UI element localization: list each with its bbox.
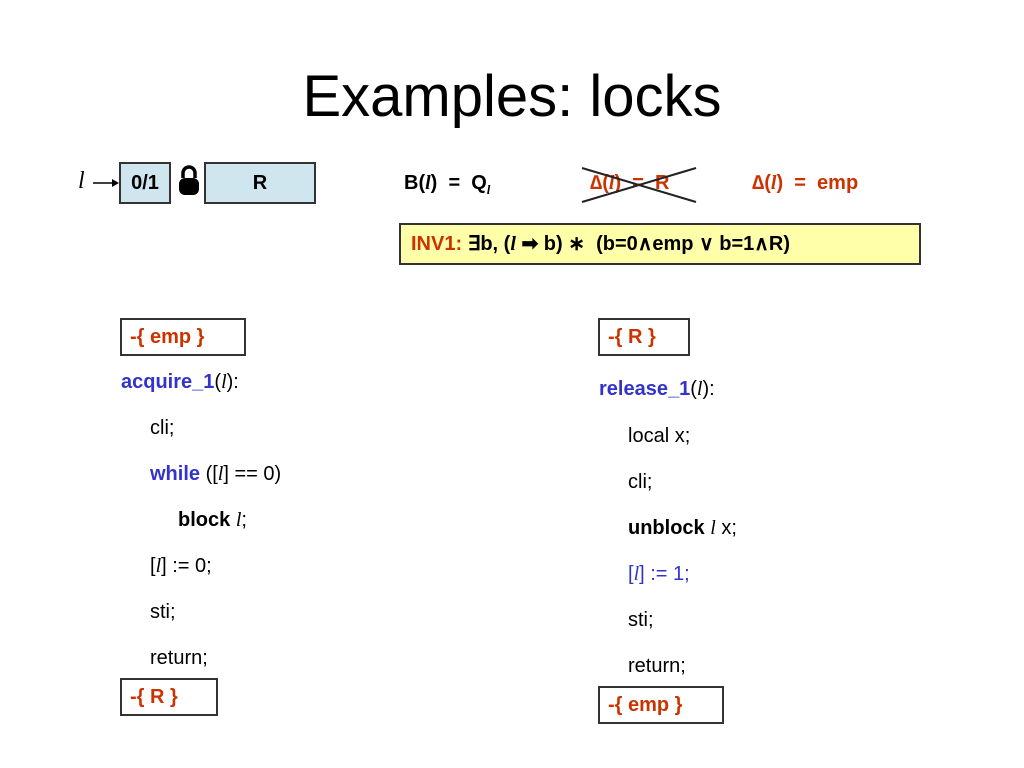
struck-delta: ∆(	[590, 172, 609, 194]
release-assign-open: [	[628, 563, 634, 585]
acquire-postcondition: -{ R }	[120, 678, 218, 716]
formula-b-var: l	[425, 172, 431, 194]
release-line-local: local x;	[628, 425, 691, 447]
lock-value-cell: 0/1	[119, 162, 171, 204]
release-line-sti: sti;	[628, 609, 654, 631]
acquire-assign-rest: ] := 0;	[161, 555, 212, 577]
acquire-line-block: block l;	[178, 508, 247, 532]
release-param: l	[696, 378, 703, 400]
acquire-precondition: -{ emp }	[120, 318, 246, 356]
acquire-param: l	[221, 371, 227, 393]
page-title: Examples: locks	[302, 64, 722, 129]
acquire-open-paren: (	[214, 371, 222, 393]
pointer-variable: l	[78, 168, 85, 194]
invariant-part1: ∃b, (	[467, 233, 511, 255]
block-end: ;	[241, 509, 247, 531]
release-line-cli: cli;	[628, 471, 653, 493]
struck-var: l	[608, 172, 615, 194]
lock-icon	[179, 165, 199, 195]
acquire-assign-var: l	[155, 555, 162, 577]
buffer-formula: B(l) = Ql	[404, 172, 490, 198]
struck-delta-formula: ∆(l) = R	[590, 172, 669, 195]
release-assign-var: l	[633, 563, 640, 585]
while-open: ([	[200, 463, 218, 485]
while-var: l	[217, 463, 224, 485]
delta-suffix: ) = emp	[776, 172, 859, 194]
invariant-label: INV1:	[411, 233, 463, 255]
resource-cell: R	[204, 162, 316, 204]
formula-b-suffix: ) = Q	[430, 172, 487, 194]
unblock-rest: x;	[715, 517, 737, 539]
invariant-var: l	[510, 233, 516, 255]
invariant-part2: ➡ b) ∗ (b=0∧emp ∨ b=1∧R)	[515, 233, 791, 255]
acquire-close-paren: ):	[226, 371, 239, 393]
release-signature: release_1(l):	[599, 377, 715, 401]
delta-var: l	[770, 172, 777, 194]
release-line-return: return;	[628, 655, 686, 677]
delta-symbol: ∆(	[752, 172, 771, 194]
release-line-unblock: unblock l x;	[628, 516, 737, 540]
unblock-keyword: unblock	[628, 517, 705, 539]
release-precondition: -{ R }	[598, 318, 690, 356]
acquire-line-assign: [l] := 0;	[150, 554, 212, 578]
block-var: l	[235, 509, 242, 531]
acquire-line-sti: sti;	[150, 601, 176, 623]
acquire-line-return: return;	[150, 647, 208, 669]
release-assign-rest: ] := 1;	[639, 563, 690, 585]
while-close: ] == 0)	[223, 463, 282, 485]
formula-b-subscript: l	[486, 182, 491, 197]
release-function-name: release_1	[599, 378, 691, 400]
release-close-paren: ):	[702, 378, 715, 400]
release-open-paren: (	[690, 378, 697, 400]
release-line-assign: [l] := 1;	[628, 562, 690, 586]
arrow-right-icon	[93, 179, 119, 187]
release-postcondition: -{ emp }	[598, 686, 724, 724]
invariant-box: INV1: ∃b, (l ➡ b) ∗ (b=0∧emp ∨ b=1∧R)	[399, 223, 921, 265]
block-keyword: block	[178, 509, 231, 531]
acquire-line-cli: cli;	[150, 417, 175, 439]
acquire-function-name: acquire_1	[121, 371, 215, 393]
delta-formula: ∆(l) = emp	[752, 172, 858, 195]
formula-b-prefix: B(	[404, 172, 426, 194]
strike-cross	[581, 167, 697, 203]
while-keyword: while	[150, 463, 201, 485]
acquire-signature: acquire_1(l):	[121, 370, 239, 394]
acquire-assign-open: [	[150, 555, 156, 577]
unblock-var: l	[710, 517, 716, 539]
acquire-line-while: while ([l] == 0)	[150, 462, 281, 486]
